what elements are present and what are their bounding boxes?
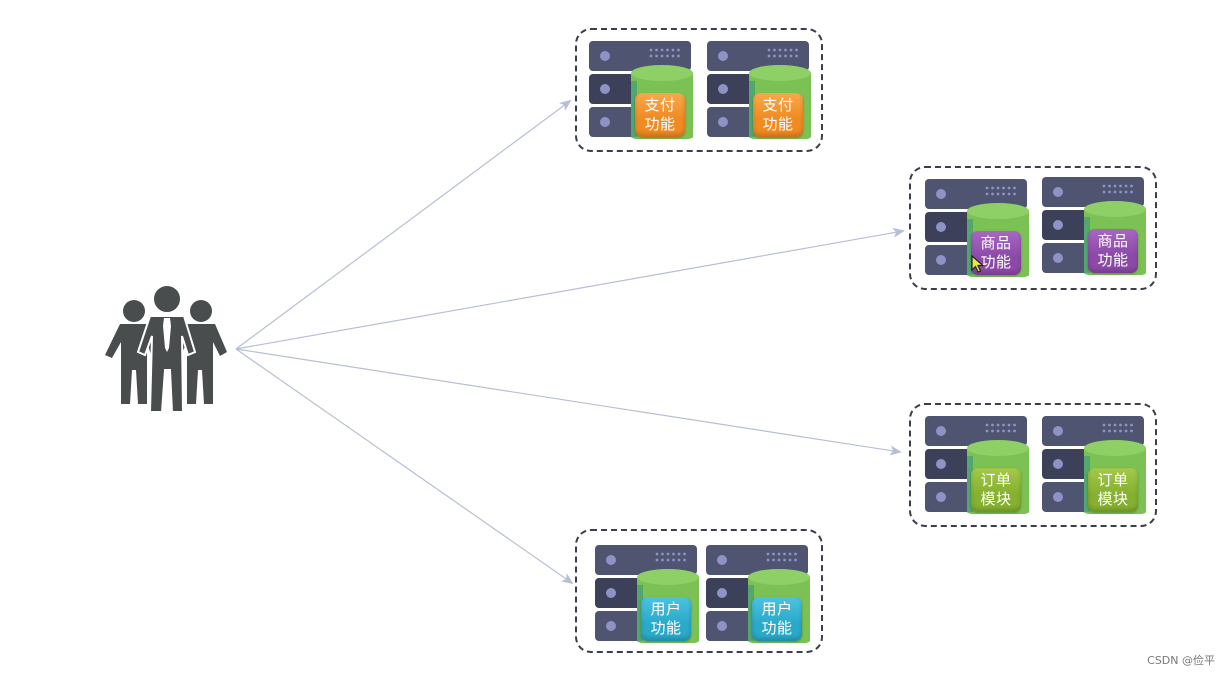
user-module-label: 用户功能 xyxy=(752,597,802,641)
server-payment-2: 支付功能 xyxy=(707,41,811,139)
user-group-icon xyxy=(105,284,227,413)
label-line-2: 功能 xyxy=(980,253,1012,271)
label-line-2: 功能 xyxy=(761,619,793,637)
server-product-2: 商品功能 xyxy=(1042,177,1146,275)
label-line-2: 模块 xyxy=(980,490,1012,508)
arrow-to-order xyxy=(235,348,902,456)
mouse-cursor-icon xyxy=(971,255,985,273)
label-line-2: 功能 xyxy=(1097,251,1129,269)
label-line-1: 商品 xyxy=(980,234,1012,252)
label-line-1: 商品 xyxy=(1097,232,1129,250)
arrow-to-payment xyxy=(235,99,572,350)
payment-module-label: 支付功能 xyxy=(635,93,685,137)
label-line-1: 订单 xyxy=(980,471,1012,489)
cluster-payment: 支付功能 支付功能 xyxy=(575,28,823,152)
cluster-order: 订单模块 订单模块 xyxy=(909,403,1157,527)
label-line-2: 功能 xyxy=(644,115,676,133)
server-payment-1: 支付功能 xyxy=(589,41,693,139)
label-line-2: 功能 xyxy=(762,115,794,133)
user-module-label: 用户功能 xyxy=(641,597,691,641)
connection-arrows xyxy=(235,99,905,585)
server-user-1: 用户功能 xyxy=(595,545,699,643)
label-line-1: 用户 xyxy=(650,600,682,618)
label-line-2: 功能 xyxy=(650,619,682,637)
payment-module-label: 支付功能 xyxy=(753,93,803,137)
server-user-2: 用户功能 xyxy=(706,545,810,643)
watermark: CSDN @俭平 xyxy=(1147,654,1215,667)
order-module-label: 订单模块 xyxy=(1088,468,1138,512)
product-module-label: 商品功能 xyxy=(1088,229,1138,273)
cluster-product: 商品功能 商品功能 xyxy=(909,166,1157,290)
server-order-2: 订单模块 xyxy=(1042,416,1146,514)
order-module-label: 订单模块 xyxy=(971,468,1021,512)
cluster-user: 用户功能 用户功能 xyxy=(575,529,823,653)
arrow-to-product xyxy=(235,227,905,350)
label-line-1: 订单 xyxy=(1097,471,1129,489)
arrow-to-user xyxy=(235,348,574,585)
server-order-1: 订单模块 xyxy=(925,416,1029,514)
label-line-1: 支付 xyxy=(762,96,794,114)
label-line-2: 模块 xyxy=(1097,490,1129,508)
label-line-1: 支付 xyxy=(644,96,676,114)
server-product-1: 商品功能 xyxy=(925,179,1029,277)
label-line-1: 用户 xyxy=(761,600,793,618)
